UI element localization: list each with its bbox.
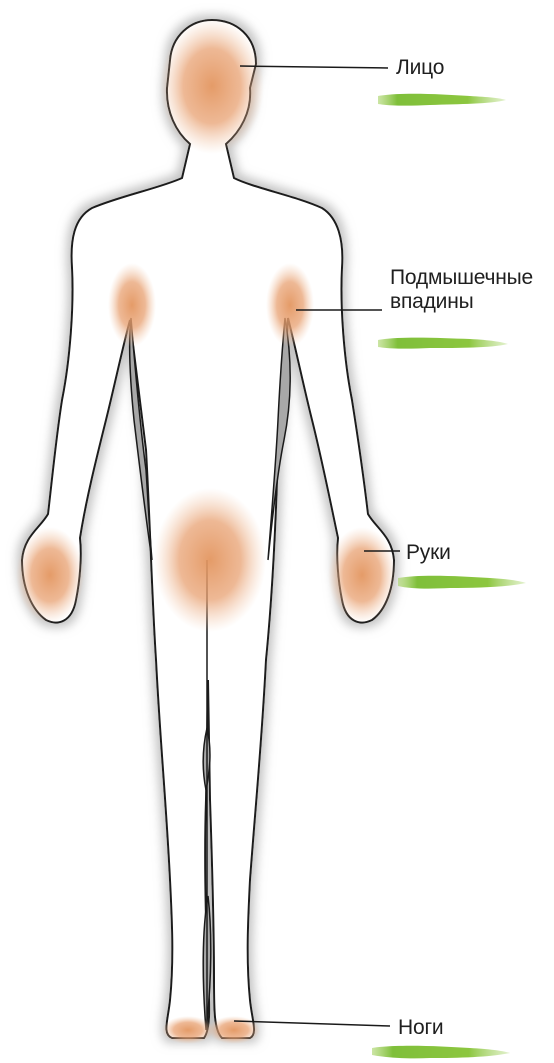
zone-hand-right — [328, 527, 396, 623]
label-armpits-line2: впадины — [390, 290, 533, 314]
leader-face — [240, 66, 388, 68]
label-feet: Ноги — [398, 1016, 443, 1040]
label-armpits-line1: Подмышечные — [390, 266, 533, 290]
zone-armpit-left — [108, 263, 156, 347]
label-hands: Руки — [406, 541, 451, 565]
brush-mark-armpits — [378, 338, 508, 349]
brush-mark-face — [378, 94, 506, 106]
brush-mark-feet — [372, 1046, 510, 1059]
zone-foot-left — [162, 1016, 214, 1044]
zone-groin — [154, 488, 266, 632]
label-armpits: Подмышечные впадины — [390, 266, 533, 314]
zone-foot-right — [208, 1016, 260, 1044]
brush-mark-hands — [398, 576, 526, 589]
zone-face — [160, 18, 264, 154]
label-face: Лицо — [396, 56, 444, 80]
zone-armpit-right — [266, 263, 314, 347]
zone-hand-left — [16, 527, 84, 623]
